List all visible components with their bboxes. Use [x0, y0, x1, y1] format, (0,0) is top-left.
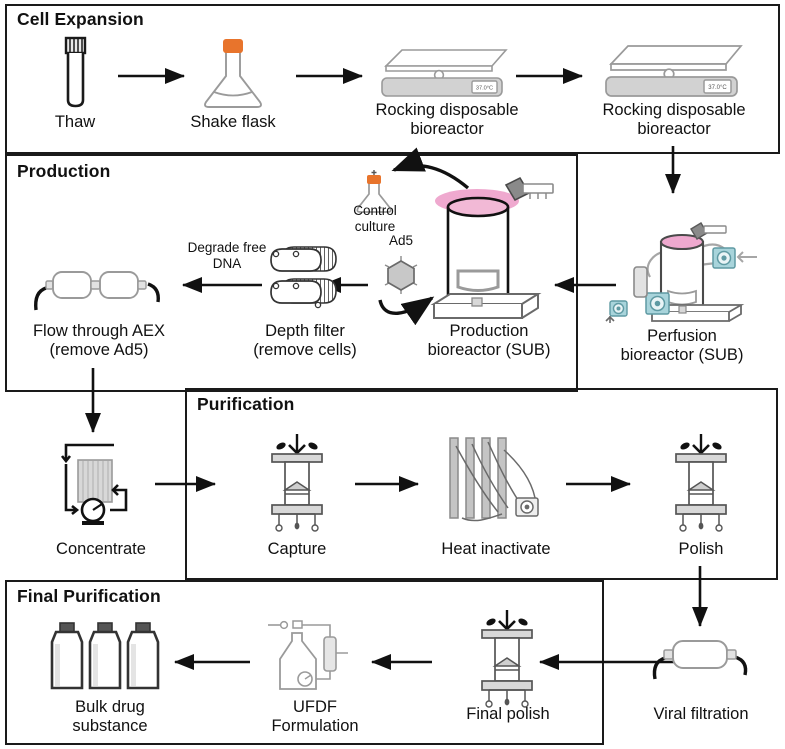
label-control-culture: Control culture — [353, 203, 397, 234]
label-capture: Capture — [267, 540, 327, 558]
erlenmeyer-flask-icon — [196, 36, 270, 110]
rocker-display-1: 37.0°C — [476, 85, 493, 91]
dual-capsule-filter-icon — [30, 258, 164, 316]
label-polish: Polish — [678, 540, 724, 558]
perfusion-bioreactor-icon — [605, 205, 765, 330]
rocker-display-2: 37.0°C — [708, 85, 727, 91]
label-rocking-bioreactor-1: Rocking disposable bioreactor — [375, 101, 519, 139]
label-heat-inactivate: Heat inactivate — [441, 540, 551, 558]
label-rocking-bioreactor-2: Rocking disposable bioreactor — [602, 101, 746, 139]
label-shake-flask: Shake flask — [190, 113, 276, 131]
control-flask-icon — [352, 170, 396, 214]
tff-skid-icon — [48, 440, 152, 532]
section-title-cell-expansion: Cell Expansion — [17, 9, 144, 29]
label-thaw: Thaw — [54, 113, 96, 131]
rocking-bioreactor-icon-2: 37.0°C — [600, 40, 752, 100]
label-perfusion-bioreactor: Perfusion bioreactor (SUB) — [620, 327, 744, 365]
label-viral-filtration: Viral filtration — [653, 705, 749, 723]
label-depth-filter: Depth filter (remove cells) — [253, 322, 357, 360]
ufdf-skid-icon — [264, 615, 356, 699]
rocking-bioreactor-icon: 37.0°C — [376, 44, 516, 100]
section-title-purification: Purification — [197, 394, 295, 414]
chromatography-column-icon — [258, 432, 336, 532]
section-title-final-purification: Final Purification — [17, 586, 161, 606]
virus-hexagon-icon — [378, 252, 424, 298]
label-production-bioreactor: Production bioreactor (SUB) — [427, 322, 551, 360]
section-box-production — [5, 154, 578, 392]
label-ad5: Ad5 — [388, 233, 414, 248]
depth-filter-pods-icon — [268, 243, 342, 319]
label-concentrate: Concentrate — [56, 540, 146, 558]
bottles-icon — [48, 620, 172, 698]
stirred-bioreactor-icon — [422, 176, 554, 324]
chromatography-column-icon-polish — [662, 432, 740, 532]
label-ufdf-formulation: UFDF Formulation — [271, 698, 359, 736]
label-degrade-free-dna: Degrade free DNA — [187, 240, 267, 271]
chromatography-column-icon-final — [468, 608, 546, 708]
cryovial-icon — [52, 36, 98, 110]
label-final-polish: Final polish — [466, 705, 550, 723]
section-title-production: Production — [17, 161, 111, 181]
label-flow-through-aex: Flow through AEX (remove Ad5) — [32, 322, 166, 360]
heat-exchanger-icon — [442, 434, 548, 530]
label-bulk-drug-substance: Bulk drug substance — [72, 698, 148, 736]
capsule-filter-icon — [648, 635, 752, 683]
